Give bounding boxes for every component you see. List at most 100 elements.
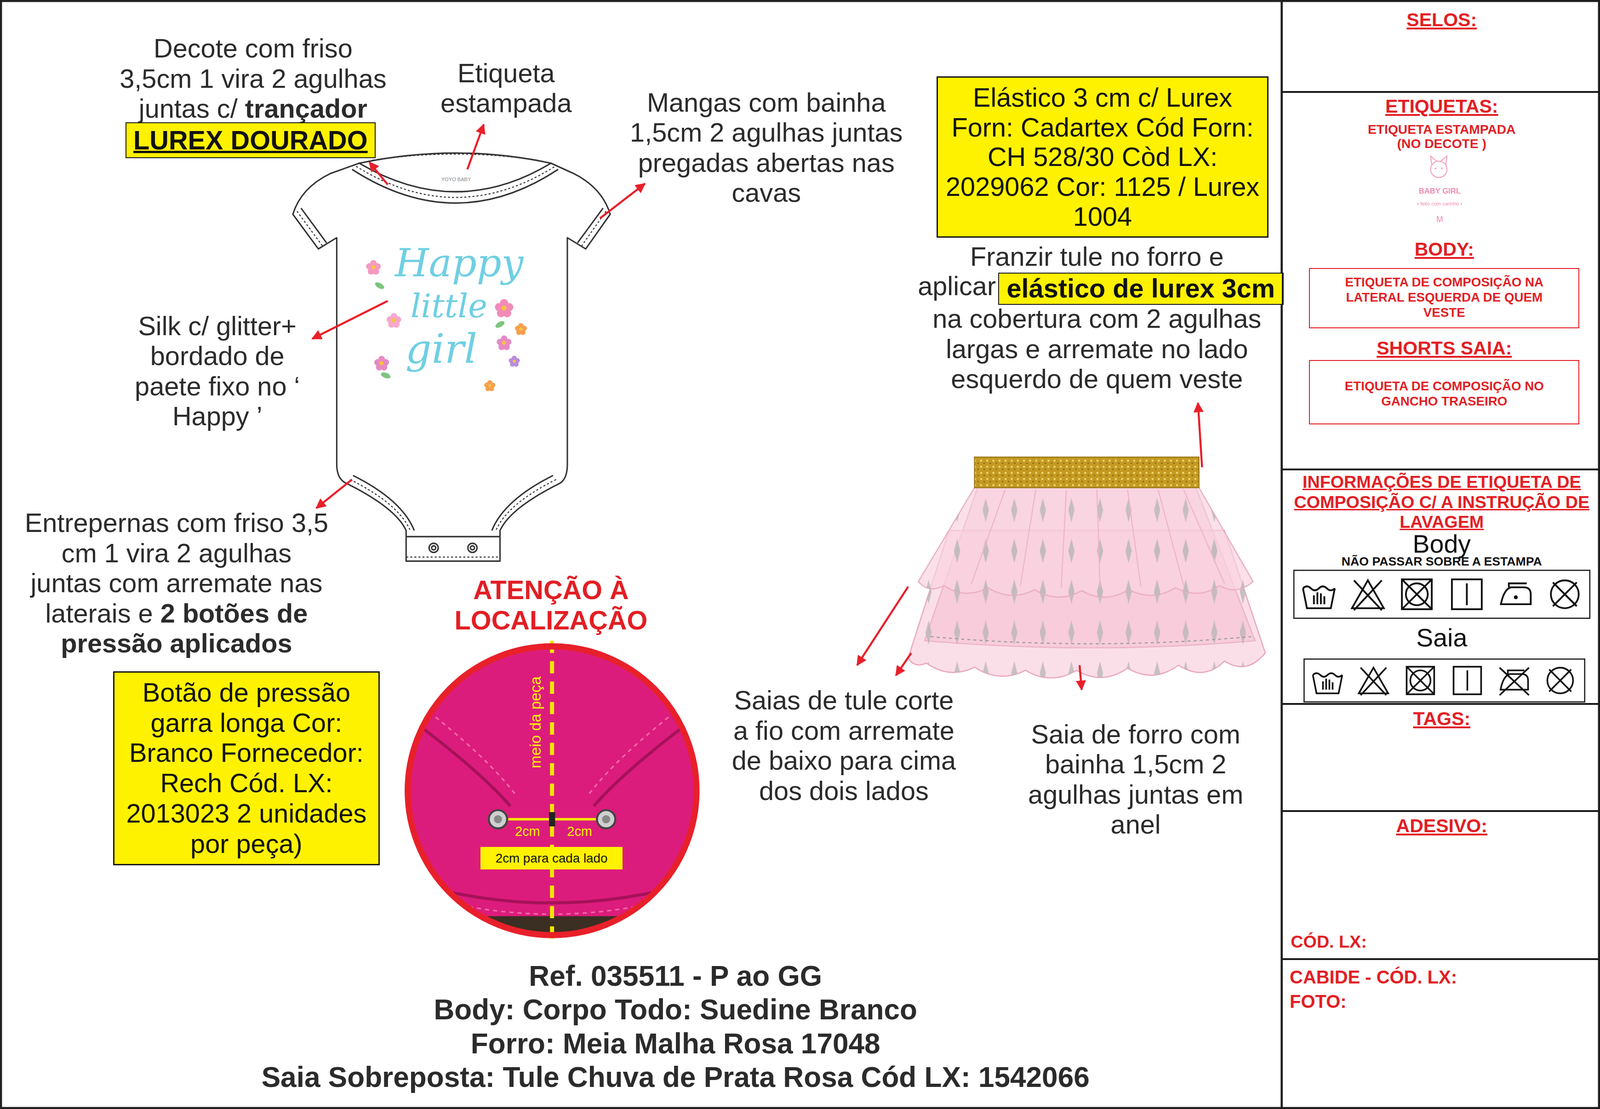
- callout-text: Saia de forro com bainha 1,5cm 2 agulhas…: [1023, 719, 1248, 840]
- spec-footer: Ref. 035511 - P ao GG: [165, 959, 1186, 993]
- text-slot: M: [1388, 215, 1491, 225]
- warning-title: ATENÇÃO À LOCALIZAÇÃO: [428, 574, 674, 636]
- print-text: girl: [392, 326, 490, 372]
- panel-cell: ADESIVO: CÓD. LX:: [1281, 811, 1600, 960]
- text-slot: ETIQUETA DE COMPOSIÇÃO NO GANCHO TRASEIR…: [1331, 378, 1557, 410]
- label-note: ETIQUETA ESTAMPADA (NO DECOTE ): [1360, 122, 1524, 151]
- label-slot: Mangas com bainha 1,5cm 2 agulhas juntas…: [618, 87, 915, 209]
- text-slot: ETIQUETA ESTAMPADA (NO DECOTE ): [1360, 122, 1524, 151]
- text-slot: 2cm: [565, 824, 595, 839]
- spec-footer: Body: Corpo Todo: Suedine Branco: [165, 992, 1186, 1027]
- callout-text: Franzir tule no forro e: [923, 241, 1271, 272]
- care-title: Body: [1282, 529, 1600, 559]
- label-slot: Franzir tule no forro e: [923, 241, 1271, 272]
- dimension-box: 2cm para cada lado: [480, 846, 623, 870]
- spec-footer: Forro: Meia Malha Rosa 17048: [165, 1026, 1186, 1061]
- text-slot: ADESIVO:: [1282, 815, 1600, 837]
- label-slot: Saia Sobreposta: Tule Chuva de Prata Ros…: [165, 1060, 1186, 1094]
- label-slot: Forro: Meia Malha Rosa 17048: [165, 1026, 1186, 1061]
- text-slot: Saia: [1282, 623, 1600, 652]
- callout-text: Silk c/ glitter+ bordado de paete fixo n…: [130, 311, 304, 432]
- callout-text: Mangas com bainha 1,5cm 2 agulhas juntas…: [618, 87, 915, 209]
- panel-cell: CABIDE - CÓD. LX:FOTO:: [1281, 959, 1600, 1109]
- care-note: NÃO PASSAR SOBRE A ESTAMPA: [1282, 554, 1600, 569]
- care-title: Saia: [1282, 623, 1600, 652]
- print-text: Happy: [387, 240, 531, 286]
- text-slot: 2cm: [513, 824, 542, 839]
- logo-text: M: [1388, 215, 1491, 225]
- text-slot: LUREX DOURADO: [127, 125, 374, 155]
- text-slot: CABIDE - CÓD. LX:: [1289, 966, 1586, 989]
- text-slot: meio da peça: [526, 656, 545, 789]
- text-slot: • feito com carinho •: [1388, 200, 1491, 207]
- text-slot: Elástico 3 cm c/ Lurex Forn: Cadartex Có…: [941, 82, 1264, 232]
- label-slot: Saias de tule corte a fio com arremate d…: [726, 685, 961, 806]
- text-slot: 2cm para cada lado: [481, 851, 622, 866]
- highlight-box: elástico de lurex 3cm: [998, 272, 1284, 306]
- label-box: SHORTS SAIA: ETIQUETA DE COMPOSIÇÃO NO GA…: [1308, 337, 1580, 425]
- label-slot: Silk c/ glitter+ bordado de paete fixo n…: [130, 311, 304, 432]
- label-note: ETIQUETA DE COMPOSIÇÃO NA LATERAL ESQUER…: [1331, 274, 1557, 321]
- callout-text: aplicar: [873, 271, 996, 302]
- field-label: FOTO:: [1289, 990, 1586, 1013]
- label-slot: Body: Corpo Todo: Suedine Branco: [165, 992, 1186, 1027]
- text-slot: SHORTS SAIA:: [1308, 337, 1580, 360]
- dimension-text: 2cm para cada lado: [481, 851, 622, 866]
- text-slot: BODY:: [1308, 238, 1580, 261]
- label-slot: trançador: [237, 93, 368, 124]
- text-slot: INFORMAÇÕES DE ETIQUETA DE COMPOSIÇÃO C/…: [1288, 472, 1595, 532]
- callout-text: Saias de tule corte a fio com arremate d…: [726, 685, 961, 806]
- text-slot: elástico de lurex 3cm: [999, 274, 1283, 303]
- section-heading: ETIQUETAS:: [1282, 95, 1600, 118]
- text-slot: CÓD. LX:: [1290, 931, 1546, 952]
- label-slot: Etiqueta estampada: [434, 58, 578, 119]
- text-slot: FOTO:: [1289, 990, 1586, 1013]
- section-heading: BODY:: [1308, 238, 1580, 261]
- label-slot: Happy: [387, 240, 531, 286]
- print-text: little: [403, 287, 496, 325]
- text-slot: Botão de pressão garra longa Cor: Branco…: [117, 677, 376, 859]
- label-slot: little: [403, 287, 496, 325]
- spec-text: Botão de pressão garra longa Cor: Branco…: [117, 677, 376, 859]
- spec-footer: Saia Sobreposta: Tule Chuva de Prata Ros…: [165, 1060, 1186, 1094]
- spec-box: Botão de pressão garra longa Cor: Branco…: [113, 671, 380, 866]
- logo-text: BABY GIRL: [1388, 186, 1491, 196]
- circle-outline: [404, 642, 701, 939]
- callout-group: Decote com friso 3,5cm 1 vira 2 agulhas …: [116, 33, 390, 124]
- text-slot: NÃO PASSAR SOBRE A ESTAMPA: [1282, 554, 1600, 569]
- label-slot: Ref. 035511 - P ao GG: [165, 959, 1186, 993]
- section-heading: SELOS:: [1282, 9, 1600, 31]
- label-slot: girl: [392, 326, 490, 372]
- dimension-text: 2cm: [513, 824, 542, 839]
- text-slot: BABY GIRL: [1388, 186, 1491, 196]
- text-slot: ETIQUETAS:: [1282, 95, 1600, 118]
- highlight-text: elástico de lurex 3cm: [999, 274, 1283, 303]
- logo-text: • feito com carinho •: [1388, 200, 1491, 207]
- label-box: BODY: ETIQUETA DE COMPOSIÇÃO NA LATERAL E…: [1308, 238, 1580, 329]
- callout-group: Entrepernas com friso 3,5 cm 1 vira 2 ag…: [23, 508, 330, 659]
- section-heading: INFORMAÇÕES DE ETIQUETA DE COMPOSIÇÃO C/…: [1288, 472, 1595, 532]
- dimension-text: 2cm: [565, 824, 595, 839]
- label-slot: Saia de forro com bainha 1,5cm 2 agulhas…: [1023, 719, 1248, 840]
- label-slot: YOYO BABY: [428, 176, 484, 183]
- text-slot: Body: [1282, 529, 1600, 559]
- highlight-box: LUREX DOURADO: [125, 122, 376, 158]
- label-slot: ATENÇÃO À LOCALIZAÇÃO: [428, 574, 674, 636]
- panel-cell: ETIQUETAS: ETIQUETA ESTAMPADA (NO DECOTE …: [1281, 91, 1600, 470]
- field-label: CABIDE - CÓD. LX:: [1289, 966, 1586, 989]
- text-slot: ETIQUETA DE COMPOSIÇÃO NA LATERAL ESQUER…: [1331, 274, 1557, 321]
- callout-text: trançador: [245, 93, 368, 124]
- label-slot: na cobertura com 2 agulhas largas e arre…: [923, 303, 1271, 395]
- callout-text: Etiqueta estampada: [434, 58, 578, 119]
- panel-cell: SELOS:: [1281, 0, 1600, 92]
- section-heading: SHORTS SAIA:: [1308, 337, 1580, 360]
- text-slot: TAGS:: [1282, 708, 1600, 730]
- label-slot: aplicar: [873, 271, 996, 302]
- detail-circle: meio da peça 2cm 2cm 2cm para cada lado: [404, 642, 701, 939]
- section-heading: ADESIVO:: [1282, 815, 1600, 837]
- panel-cell: INFORMAÇÕES DE ETIQUETA DE COMPOSIÇÃO C/…: [1281, 469, 1600, 704]
- guide-text: meio da peça: [526, 656, 545, 789]
- brand-text: YOYO BABY: [428, 176, 484, 183]
- text-slot: SELOS:: [1282, 9, 1600, 31]
